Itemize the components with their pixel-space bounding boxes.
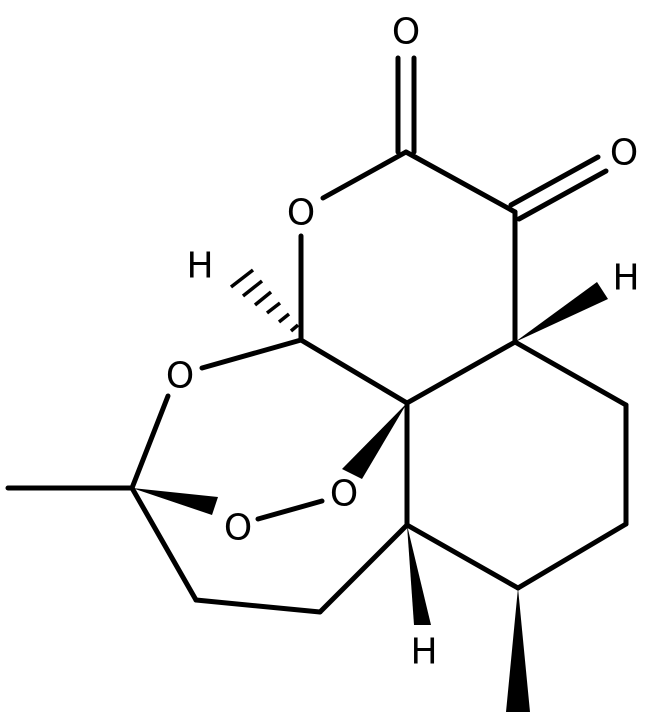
wedge-bonds (132, 282, 608, 712)
bond-ring-1 (512, 339, 629, 408)
bonds (5, 55, 629, 615)
wedge-to-h-top-right (515, 282, 608, 342)
bond-acetal-quat (298, 337, 410, 406)
atom-o-peroxide-2: O (330, 474, 358, 515)
bond-ring-3 (515, 521, 629, 591)
bond-double-co-right-a (508, 154, 601, 208)
wedge-to-methyl-bottom (506, 588, 530, 712)
bond-ring-4 (404, 522, 521, 591)
bond-acetal-o-left (199, 337, 304, 371)
atom-h-top-right: H (612, 258, 639, 299)
hashed-bond-to-h-top-left (229, 268, 300, 333)
bond-chain-2 (193, 597, 323, 615)
bond-c-c-ketone (403, 149, 518, 215)
atom-o-peroxide-1: O (224, 508, 252, 549)
bond-c-o-lactone (320, 149, 409, 201)
bond-double-co-right-b (516, 168, 609, 222)
bond-o-left-ketal (129, 393, 171, 491)
atom-o-carbonyl-top: O (392, 12, 420, 53)
bond-chain-3 (317, 522, 410, 615)
bond-chain-1 (129, 485, 199, 603)
atom-o-ring-lactone: O (287, 193, 315, 234)
atom-o-carbonyl-right: O (610, 133, 638, 174)
wedge-to-h-bottom (407, 525, 431, 625)
atom-h-bottom: H (410, 632, 437, 673)
bond-peroxide (255, 498, 325, 522)
atom-labels: O O O O O O H H H (166, 12, 640, 673)
wedge-to-o-peroxide-2 (342, 403, 407, 479)
atom-h-top-left: H (186, 246, 213, 287)
bond-ring-6 (404, 339, 518, 406)
atom-o-ring-left: O (166, 356, 194, 397)
wedge-to-o-peroxide-1 (132, 488, 218, 515)
